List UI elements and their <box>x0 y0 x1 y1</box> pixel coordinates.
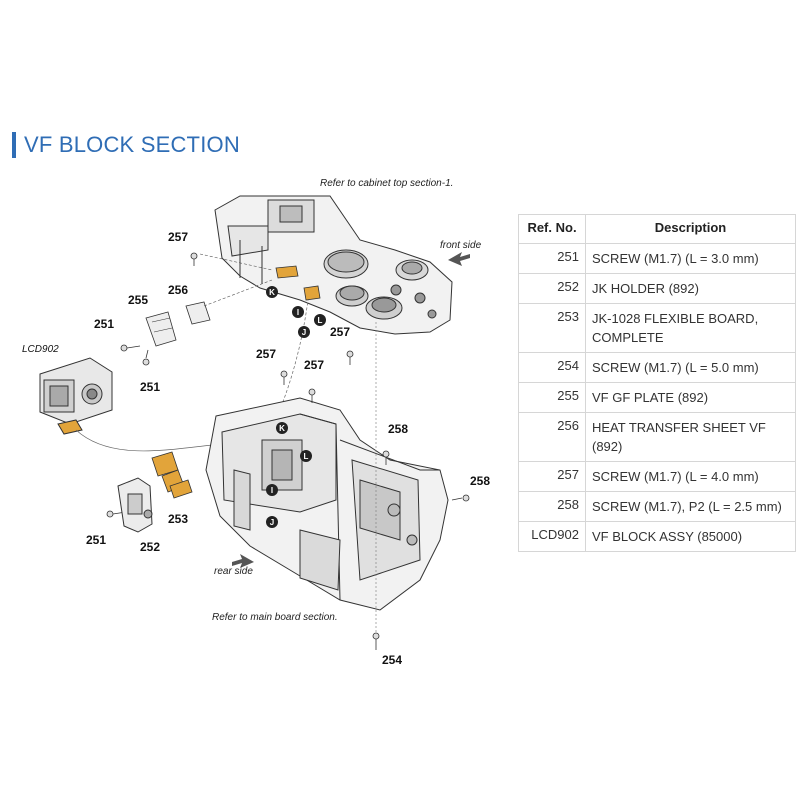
label-257-top: 257 <box>168 230 189 244</box>
cell-desc: JK-1028 FLEXIBLE BOARD, COMPLETE <box>585 303 796 353</box>
page-title: VF BLOCK SECTION <box>24 132 240 157</box>
screws-251 <box>106 344 150 518</box>
cell-desc: SCREW (M1.7), P2 (L = 2.5 mm) <box>585 491 796 522</box>
front-side-arrow <box>448 252 470 266</box>
marker-k-main: K <box>279 424 285 433</box>
label-256: 256 <box>168 283 189 297</box>
cell-desc: SCREW (M1.7) (L = 4.0 mm) <box>585 461 796 492</box>
screw-257-top <box>190 252 198 266</box>
cabinet-top <box>214 195 453 335</box>
cell-desc: HEAT TRANSFER SHEET VF (892) <box>585 412 796 462</box>
jk-flexible-board <box>151 451 193 499</box>
marker-l-main: L <box>304 452 309 461</box>
table-header-row: Ref. No. Description <box>518 214 796 244</box>
cell-ref: 253 <box>518 303 586 353</box>
section-title: VF BLOCK SECTION <box>12 130 240 160</box>
label-251-a: 251 <box>94 317 115 331</box>
cell-ref: 252 <box>518 273 586 304</box>
label-255: 255 <box>128 293 149 307</box>
title-accent-bar <box>12 132 16 158</box>
label-258-b: 258 <box>470 474 491 488</box>
label-257-b: 257 <box>256 347 277 361</box>
vf-gf-plate <box>145 311 177 347</box>
cell-desc: VF BLOCK ASSY (85000) <box>585 521 796 552</box>
label-258-a: 258 <box>388 422 409 436</box>
main-cabinet <box>205 397 449 611</box>
marker-l-top: L <box>318 316 323 325</box>
label-254: 254 <box>382 653 403 667</box>
cell-ref: 257 <box>518 461 586 492</box>
note-cabinet-top: Refer to cabinet top section-1. <box>320 178 454 189</box>
label-253: 253 <box>168 512 189 526</box>
label-257-c: 257 <box>304 358 325 372</box>
cell-desc: SCREW (M1.7) (L = 3.0 mm) <box>585 243 796 274</box>
cell-desc: SCREW (M1.7) (L = 5.0 mm) <box>585 352 796 383</box>
marker-i-main: I <box>271 486 273 495</box>
screws-258 <box>382 450 470 502</box>
cell-ref: 251 <box>518 243 586 274</box>
jk-holder <box>117 477 153 533</box>
cell-ref: 256 <box>518 412 586 462</box>
screw-254 <box>372 632 380 650</box>
vf-block-assy <box>39 357 113 435</box>
label-251-b: 251 <box>140 380 161 394</box>
note-main-board: Refer to main board section. <box>212 612 338 623</box>
cell-desc: JK HOLDER (892) <box>585 273 796 304</box>
marker-j-main: J <box>270 518 274 527</box>
col-description: Description <box>585 214 796 244</box>
cell-ref: LCD902 <box>518 521 586 552</box>
top-flex-tab-2 <box>303 285 321 301</box>
col-ref-no: Ref. No. <box>518 214 586 244</box>
label-252: 252 <box>140 540 161 554</box>
label-257-mid-right: 257 <box>330 325 351 339</box>
cell-desc: VF GF PLATE (892) <box>585 382 796 413</box>
rear-side-arrow <box>232 554 254 568</box>
cell-ref: 254 <box>518 352 586 383</box>
screws-257-mid <box>280 350 354 403</box>
top-flex-tab <box>275 265 299 279</box>
cell-ref: 258 <box>518 491 586 522</box>
marker-k-top: K <box>269 288 275 297</box>
marker-j-top: J <box>302 328 306 337</box>
note-front-side: front side <box>440 240 482 251</box>
marker-i-top: I <box>297 308 299 317</box>
cell-ref: 255 <box>518 382 586 413</box>
connector-markers: K I J L K L I J <box>266 286 326 528</box>
heat-transfer-sheet <box>185 301 211 325</box>
label-251-c: 251 <box>86 533 107 547</box>
note-rear-side: rear side <box>214 566 253 577</box>
label-lcd902: LCD902 <box>22 344 59 355</box>
